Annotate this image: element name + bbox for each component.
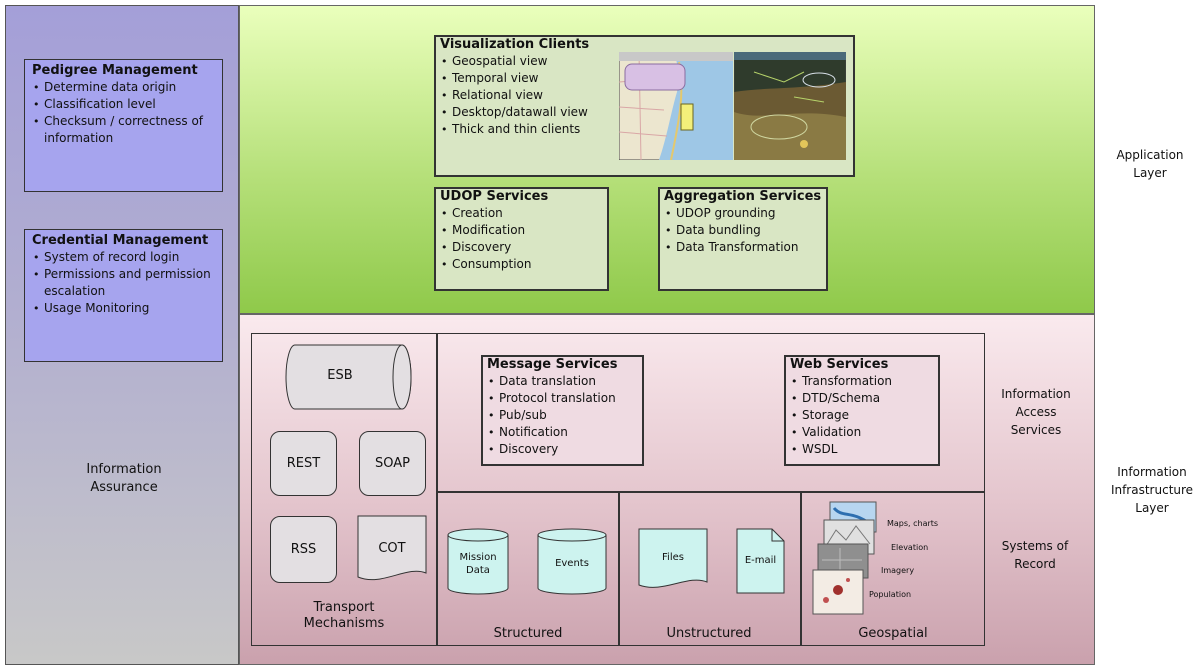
web-services-title: Web Services xyxy=(790,357,889,372)
list-item: Temporal view xyxy=(440,70,849,87)
web-services-box: Web Services Transformation DTD/Schema S… xyxy=(784,355,940,466)
transport-mechanisms-label: Transport Mechanisms xyxy=(303,600,385,631)
mission-data-label: Mission Data xyxy=(447,551,509,577)
list-item: Creation xyxy=(440,205,603,222)
visualization-clients-list: Geospatial view Temporal view Relational… xyxy=(440,53,849,138)
message-services-title: Message Services xyxy=(487,357,618,372)
structured-box xyxy=(437,492,619,646)
credential-management-box: Credential Management System of record l… xyxy=(24,229,223,362)
cot-label: COT xyxy=(378,541,406,556)
cot-document-shape xyxy=(357,515,427,581)
esb-cylinder xyxy=(285,344,412,410)
access-services-area xyxy=(437,333,985,492)
list-item: Data bundling xyxy=(664,222,822,239)
maps-charts-label: Maps, charts xyxy=(887,519,939,528)
list-item: Relational view xyxy=(440,87,849,104)
list-item: UDOP grounding xyxy=(664,205,822,222)
list-item: Pub/sub xyxy=(487,407,638,424)
list-item: Usage Monitoring xyxy=(32,300,215,317)
events-cylinder xyxy=(537,528,607,595)
web-services-list: Transformation DTD/Schema Storage Valida… xyxy=(790,373,934,458)
list-item: Protocol translation xyxy=(487,390,638,407)
aggregation-services-box: Aggregation Services UDOP grounding Data… xyxy=(658,187,828,291)
message-services-list: Data translation Protocol translation Pu… xyxy=(487,373,638,458)
email-label: E-mail xyxy=(744,555,777,566)
geospatial-label: Geospatial xyxy=(858,626,928,641)
email-page-shape xyxy=(736,528,785,594)
esb-label: ESB xyxy=(327,368,353,383)
rss-box: RSS xyxy=(270,516,337,583)
list-item: Classification level xyxy=(32,96,215,113)
files-document-shape xyxy=(638,528,708,588)
unstructured-label: Unstructured xyxy=(666,626,752,641)
list-item: Desktop/datawall view xyxy=(440,104,849,121)
list-item: Determine data origin xyxy=(32,79,215,96)
elevation-label: Elevation xyxy=(891,543,929,552)
list-item: Permissions and permission escalation xyxy=(32,266,215,300)
information-assurance-label: Information Assurance xyxy=(86,462,162,495)
list-item: Notification xyxy=(487,424,638,441)
geospatial-thumbnails xyxy=(812,501,877,615)
files-label: Files xyxy=(662,552,684,563)
pedigree-management-list: Determine data origin Classification lev… xyxy=(32,79,215,147)
mission-data-cylinder xyxy=(447,528,509,595)
information-infrastructure-layer-label: Information Infrastructure Layer xyxy=(1110,465,1194,515)
list-item: Transformation xyxy=(790,373,934,390)
credential-management-list: System of record login Permissions and p… xyxy=(32,249,215,317)
list-item: Thick and thin clients xyxy=(440,121,849,138)
geospatial-box xyxy=(801,492,985,646)
list-item: Storage xyxy=(790,407,934,424)
imagery-label: Imagery xyxy=(881,566,915,575)
information-access-services-label: Information Access Services xyxy=(1001,387,1071,437)
list-item: Data Transformation xyxy=(664,239,822,256)
aggregation-services-title: Aggregation Services xyxy=(664,189,822,204)
aggregation-services-list: UDOP grounding Data bundling Data Transf… xyxy=(664,205,822,256)
udop-services-list: Creation Modification Discovery Consumpt… xyxy=(440,205,603,273)
list-item: WSDL xyxy=(790,441,934,458)
geospatial-map-screenshot xyxy=(619,52,733,160)
unstructured-box xyxy=(619,492,801,646)
message-services-box: Message Services Data translation Protoc… xyxy=(481,355,644,466)
udop-services-title: UDOP Services xyxy=(440,189,549,204)
mission-data-line2: Data xyxy=(466,565,490,576)
udop-services-box: UDOP Services Creation Modification Disc… xyxy=(434,187,609,291)
rest-box: REST xyxy=(270,431,337,496)
list-item: Modification xyxy=(440,222,603,239)
mission-data-line1: Mission xyxy=(459,552,497,563)
pedigree-management-box: Pedigree Management Determine data origi… xyxy=(24,59,223,192)
list-item: Data translation xyxy=(487,373,638,390)
population-label: Population xyxy=(869,590,912,599)
structured-label: Structured xyxy=(493,626,563,641)
list-item: Geospatial view xyxy=(440,53,849,70)
list-item: Consumption xyxy=(440,256,603,273)
events-label: Events xyxy=(555,558,589,569)
pedigree-management-title: Pedigree Management xyxy=(32,63,198,78)
list-item: Validation xyxy=(790,424,934,441)
list-item: System of record login xyxy=(32,249,215,266)
application-layer-label: Application Layer xyxy=(1116,148,1184,180)
3d-visualization-screenshot xyxy=(734,52,846,160)
visualization-clients-title: Visualization Clients xyxy=(440,37,590,52)
list-item: Discovery xyxy=(487,441,638,458)
list-item: Discovery xyxy=(440,239,603,256)
credential-management-title: Credential Management xyxy=(32,233,209,248)
systems-of-record-label: Systems of Record xyxy=(1001,539,1069,571)
list-item: Checksum / correctness of information xyxy=(32,113,215,147)
soap-box: SOAP xyxy=(359,431,426,496)
list-item: DTD/Schema xyxy=(790,390,934,407)
transport-mechanisms-box xyxy=(251,333,437,646)
